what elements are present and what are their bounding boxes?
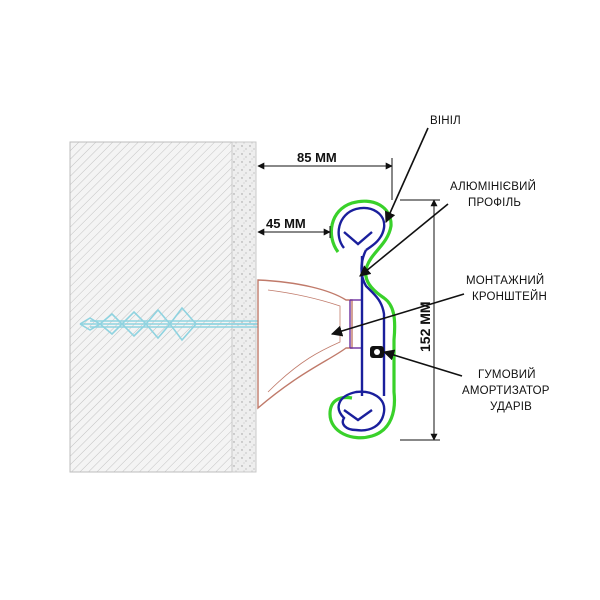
dimension-label-45mm: 45 ММ	[266, 216, 306, 231]
callout-bracket-line2: КРОНШТЕЙН	[472, 290, 547, 303]
dimension-lines	[257, 158, 440, 441]
dimension-label-152mm: 152 ММ	[417, 301, 433, 352]
wall-anchor-dowel	[79, 306, 258, 342]
callout-aluminum-line2: ПРОФІЛЬ	[468, 197, 521, 209]
callout-bracket-line1: МОНТАЖНИЙ	[466, 274, 544, 287]
vinyl-cover	[328, 199, 397, 440]
leader-lines	[330, 127, 465, 377]
callout-rubber-line2: АМОРТИЗАТОР	[462, 385, 550, 397]
bracket-connector	[349, 299, 362, 349]
bracket-inner-contour	[267, 289, 341, 393]
callout-rubber-line1: ГУМОВИЙ	[478, 368, 536, 381]
wall-plaster-layer	[231, 141, 257, 473]
dimension-label-85mm: 85 ММ	[297, 150, 337, 165]
callout-vinyl: ВІНІЛ	[430, 115, 461, 127]
wall-concrete	[69, 141, 233, 473]
mounting-bracket	[257, 279, 353, 410]
rubber-shock-absorber	[370, 346, 384, 358]
callout-rubber-line3: УДАРІВ	[490, 401, 532, 413]
aluminum-profile	[337, 206, 386, 432]
callout-aluminum-line1: АЛЮМІНІЄВИЙ	[450, 180, 536, 193]
